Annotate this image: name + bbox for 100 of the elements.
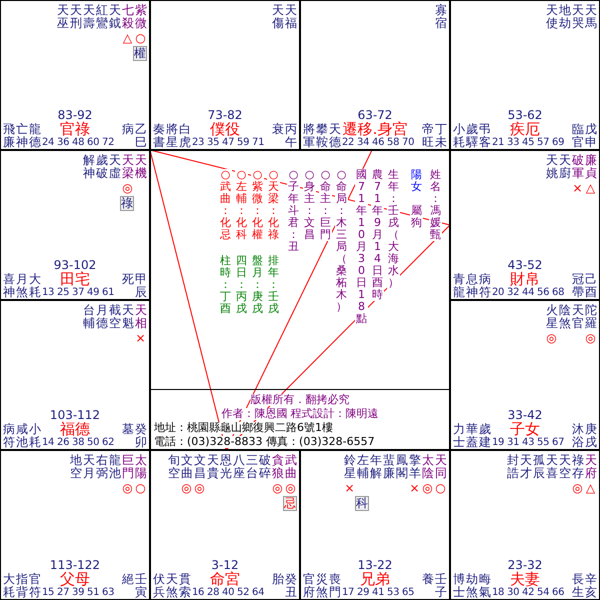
star-name: 恩光 <box>220 454 232 480</box>
minor-star-name: 博士 <box>453 573 465 599</box>
brightness-mark: ○ <box>134 32 147 45</box>
four-pillars-text: 盤月：庚戌 <box>251 255 264 315</box>
lunar-date-text: 農71年9月14日酉時 <box>371 169 384 301</box>
life-stage: 衰 <box>272 123 284 136</box>
star-name: 擎羊 <box>409 454 421 480</box>
age-numbers: 20 32 44 56 68 <box>492 287 564 299</box>
stem-branch: 戊申 <box>585 123 597 149</box>
star-name: 右弼 <box>96 454 108 480</box>
star-name: 天刑 <box>70 4 82 30</box>
life-stage: 沐浴 <box>572 423 584 449</box>
stem-branch: 庚戌 <box>585 423 597 449</box>
age-range: 103-112 <box>50 409 100 422</box>
brightness-mark: ◎ <box>193 482 206 495</box>
life-stage: 病 <box>122 123 134 136</box>
age-range: 63-72 <box>358 109 392 122</box>
star-name: 天官 <box>572 304 584 330</box>
connector-line <box>226 150 372 450</box>
minor-star-name: 咸池 <box>16 423 28 449</box>
minor-star-name: 伏兵 <box>153 573 165 599</box>
palace-cell <box>0 150 150 300</box>
star-name: 天喜 <box>546 454 558 480</box>
transformation-text: ○左輔：化科 <box>235 169 248 241</box>
stem-branch: 癸丑 <box>285 573 297 599</box>
minor-star-name: 災煞 <box>316 573 328 599</box>
star-name: 天月 <box>83 454 95 480</box>
star-name: 年解 <box>370 454 382 480</box>
major-star-name: 紫微 <box>135 4 147 30</box>
stem-branch: 癸卯 <box>135 423 147 449</box>
stem-branch: 丙午 <box>285 123 297 149</box>
brightness-mark: ◎ <box>571 482 584 495</box>
age-range: 3-12 <box>211 559 239 572</box>
major-star-name: 廉貞 <box>585 154 597 180</box>
star-name: 天空 <box>559 454 571 480</box>
copyright-text: 版權所有．翻拷必究 <box>250 394 350 406</box>
stem-branch: 壬寅 <box>135 573 147 599</box>
brightness-mark: △ <box>584 482 596 495</box>
stem-branch: 丁未 <box>435 123 447 149</box>
palace-name: 父母 <box>60 571 90 587</box>
stem-branch: 乙巳 <box>135 123 147 149</box>
minor-star-name: 天德 <box>329 123 341 149</box>
star-name: 天虛 <box>109 154 121 180</box>
minor-star-name: 小耗 <box>453 123 465 149</box>
star-name: 旬空 <box>168 454 180 480</box>
transformation-tag: 權 <box>133 46 147 61</box>
minor-star-name: 亡神 <box>16 123 28 149</box>
minor-star-name: 龍德 <box>29 123 41 149</box>
minor-star-name: 大耗 <box>3 573 15 599</box>
minor-star-name: 大耗 <box>29 273 41 299</box>
palace-name: 夫妻 <box>510 571 540 587</box>
star-name: 天貴 <box>207 454 219 480</box>
brightness-mark: ◎ <box>584 332 597 345</box>
palace-cell <box>450 150 600 300</box>
chart-info-text: ○命局：木三局（桑柘木） <box>335 169 348 313</box>
life-stage: 帝旺 <box>422 123 434 149</box>
age-range: 23-32 <box>508 559 542 572</box>
major-star-name: 太陽 <box>135 454 147 480</box>
palace-name: 命宮 <box>210 571 240 587</box>
minor-star-name: 病符 <box>479 273 491 299</box>
star-name: 天哭 <box>572 4 584 30</box>
palace-name: 疾厄 <box>510 121 540 137</box>
brightness-mark: △ <box>584 182 596 195</box>
age-range: 13-22 <box>358 559 392 572</box>
stem-branch: 己酉 <box>585 273 597 299</box>
palace-name: 田宅 <box>60 271 90 287</box>
minor-star-name: 官符 <box>29 573 41 599</box>
star-name: 孤辰 <box>533 454 545 480</box>
transformation-tag: 祿 <box>120 196 134 211</box>
star-name: 寡宿 <box>435 4 447 30</box>
palace-cell <box>0 450 150 600</box>
star-name: 陀羅 <box>585 304 597 330</box>
palace-name: 兄弟 <box>360 571 390 587</box>
palace-name: 僕役 <box>210 121 240 137</box>
life-stage: 冠帶 <box>572 273 584 299</box>
address-text: 地址：桃園縣龜山鄉復興二路6號1樓 <box>154 422 333 434</box>
star-name: 鈴星 <box>344 454 356 480</box>
palace-cell <box>150 450 300 600</box>
major-star-name: 破軍 <box>572 154 584 180</box>
minor-star-name: 白虎 <box>179 123 191 149</box>
name-entry: 姓名：馮媛甄 <box>429 169 442 241</box>
star-name: 台輔 <box>83 304 95 330</box>
star-name: 天鉞 <box>109 4 121 30</box>
solar-date-text: 國71年10月30日18點 <box>355 169 368 325</box>
palace-cell <box>0 0 150 150</box>
chart-info-text: ○命主：巨門 <box>319 169 332 241</box>
transformation-text: ○武曲：化忌 <box>219 169 232 241</box>
age-numbers: 18 30 42 54 66 <box>492 587 564 599</box>
star-name: 天才 <box>520 454 532 480</box>
palace-cell <box>450 450 600 600</box>
palace-cell <box>150 0 300 150</box>
star-name: 月德 <box>96 304 108 330</box>
age-range: 93-102 <box>54 259 96 272</box>
minor-star-name: 天煞 <box>166 573 178 599</box>
star-name: 封誥 <box>507 454 519 480</box>
major-star-name: 天同 <box>435 454 447 480</box>
minor-star-name: 力士 <box>453 423 465 449</box>
transformation-tag: 科 <box>355 496 369 511</box>
transformation-text: ○天梁：化祿 <box>267 169 280 241</box>
brightness-mark: △ <box>122 32 134 45</box>
